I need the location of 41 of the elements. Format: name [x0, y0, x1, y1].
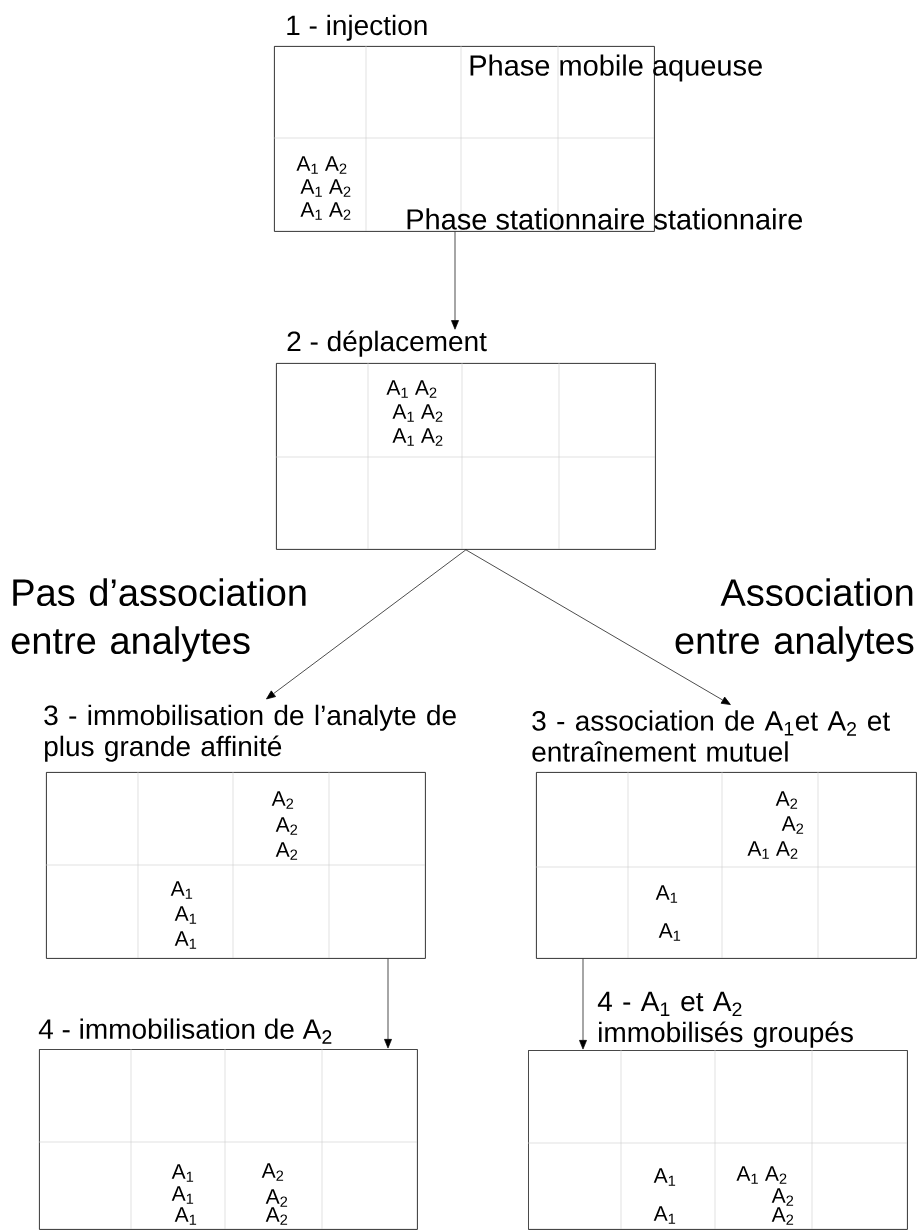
analyte-symbol: A$_{1}$: [171, 1186, 194, 1204]
node-label: 4 - A$_{1}$ et A$_{2}$ immobilisés groupés: [597, 991, 853, 1048]
analyte-symbol: A$_{2}$: [271, 791, 294, 809]
analyte-symbol: A$_{2}$: [771, 1207, 794, 1225]
analyte-symbol: A$_{2}$: [771, 1188, 794, 1206]
edge-label: Association entre analytes: [675, 578, 914, 662]
arrow: [579, 958, 587, 1050]
node-label: 4 - immobilisation de A$_{2}$: [38, 1018, 332, 1044]
edge-label: Pas d’association entre analytes: [11, 578, 306, 662]
analyte-symbol: A$_{1}$ A$_{2}$: [386, 380, 437, 398]
analyte-symbol: A$_{2}$: [261, 1163, 284, 1181]
analyte-symbol: A$_{2}$: [265, 1189, 288, 1207]
node-label: 3 - immobilisation de l’analyte de plus grande affinité: [44, 704, 456, 762]
arrow: [465, 549, 731, 705]
arrow: [384, 958, 392, 1049]
analyte-symbol: A$_{2}$: [275, 817, 298, 835]
arrow: [451, 231, 459, 330]
analyte-symbol: A$_{1}$ A$_{2}$: [747, 841, 798, 859]
analyte-symbol: A$_{1}$: [170, 881, 193, 899]
node-label: 3 - association de A$_{1}$et A$_{2}$ et entraînement mutuel: [532, 710, 890, 762]
analyte-symbol: A$_{1}$: [653, 1206, 676, 1224]
node-label: 2 - déplacement: [287, 330, 487, 357]
analyte-symbol: A$_{1}$: [655, 885, 678, 903]
analyte-symbol: A$_{1}$: [174, 906, 197, 924]
analyte-symbol: A$_{1}$ A$_{2}$: [300, 202, 351, 220]
analyte-symbol: A$_{1}$: [658, 923, 681, 941]
arrow: [266, 549, 467, 700]
analyte-symbol: A$_{1}$: [171, 1164, 194, 1182]
analyte-symbol: A$_{1}$: [653, 1168, 676, 1186]
analyte-symbol: A$_{2}$: [265, 1207, 288, 1225]
analyte-symbol: A$_{1}$: [174, 1207, 197, 1225]
analyte-symbol: A$_{2}$: [275, 842, 298, 860]
analyte-symbol: A$_{1}$ A$_{2}$: [392, 404, 443, 422]
analyte-symbol: A$_{1}$ A$_{2}$: [736, 1166, 787, 1184]
analyte-symbol: A$_{2}$: [781, 816, 804, 834]
analyte-symbol: A$_{1}$ A$_{2}$: [392, 428, 443, 446]
analyte-symbol: A$_{2}$: [775, 791, 798, 809]
analyte-symbol: A$_{1}$: [174, 931, 197, 949]
analyte-symbol: A$_{1}$ A$_{2}$: [300, 179, 351, 197]
node-label: 1 - injection: [287, 14, 427, 41]
analyte-symbol: A$_{1}$ A$_{2}$: [296, 156, 347, 174]
